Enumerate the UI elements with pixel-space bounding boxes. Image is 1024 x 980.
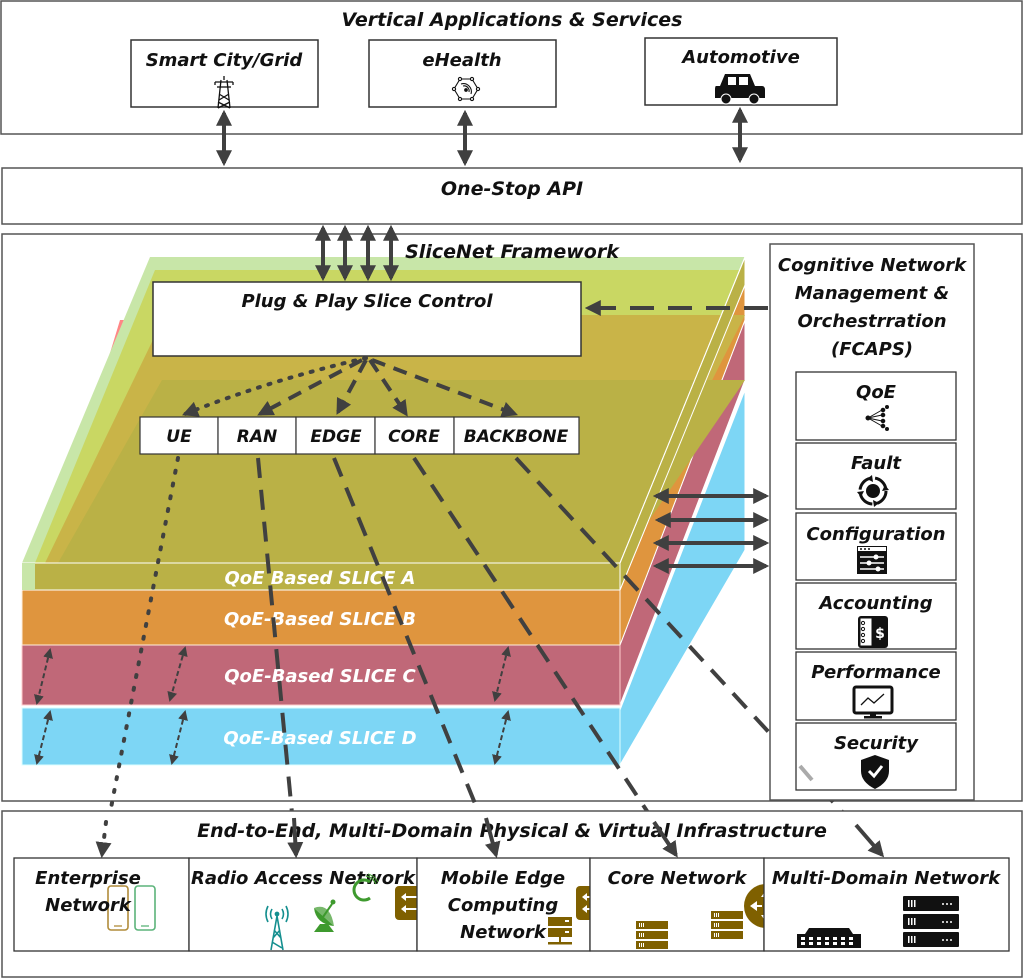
domain-core[interactable]: CORE: [374, 416, 455, 455]
app-box-ehealth[interactable]: eHealth: [368, 39, 557, 108]
domain-edge[interactable]: EDGE: [295, 416, 376, 455]
infra-arrow-heads: [95, 817, 885, 859]
app-box-automotive[interactable]: Automotive: [644, 37, 838, 106]
slice-a-label: QoE Based SLICE A: [224, 568, 415, 589]
svg-text:Accounting: Accounting: [817, 593, 932, 614]
fcaps-fault[interactable]: Fault: [795, 442, 957, 510]
svg-text:Mobile Edge: Mobile Edge: [441, 868, 565, 889]
cell-tower-icon: [265, 905, 289, 951]
svg-text:BACKBONE: BACKBONE: [464, 427, 569, 447]
svg-text:Core Network: Core Network: [608, 868, 748, 889]
server-rack-icon: [711, 911, 743, 939]
slice-b-label: QoE-Based SLICE B: [224, 609, 416, 630]
app-label: Smart City/Grid: [146, 50, 304, 71]
one-stop-api-panel: One-Stop API: [1, 167, 1023, 225]
network-radio-access[interactable]: Radio Access Network: [188, 857, 429, 952]
cnm-title-line: Orchestrration: [797, 311, 946, 332]
network-core[interactable]: Core Network: [589, 857, 788, 952]
app-api-arrows: [216, 106, 748, 167]
app-label: Automotive: [680, 47, 800, 68]
svg-text:Enterprise: Enterprise: [35, 868, 141, 889]
svg-text:Security: Security: [834, 733, 919, 754]
inter-slice-arrows: [34, 646, 511, 765]
network-multi-domain[interactable]: Multi-Domain Network: [763, 857, 1010, 952]
svg-text:Computing: Computing: [448, 895, 559, 916]
vertical-apps-title: Vertical Applications & Services: [342, 9, 683, 31]
api-title: One-Stop API: [441, 178, 583, 200]
svg-text:UE: UE: [166, 427, 192, 447]
slice-d-label: QoE-Based SLICE D: [223, 728, 416, 749]
wireless-signal-icon: [352, 873, 379, 902]
svg-text:CORE: CORE: [388, 427, 440, 447]
server-stack-icon: [903, 896, 959, 947]
cnm-title-line: (FCAPS): [831, 339, 913, 360]
server-rack-icon: [636, 921, 668, 949]
svg-text:Performance: Performance: [811, 662, 940, 683]
svg-text:Radio Access Network: Radio Access Network: [191, 868, 416, 889]
vertical-applications-panel: Vertical Applications & Services Smart C…: [0, 0, 1023, 135]
svg-text:QoE: QoE: [856, 382, 897, 403]
app-label: eHealth: [422, 50, 501, 71]
network-row: Enterprise Network Radio Access Network: [13, 857, 1010, 952]
svg-text:Fault: Fault: [851, 453, 902, 474]
fcaps-configuration[interactable]: Configuration: [795, 512, 957, 581]
ledger-dollar-icon: $: [858, 616, 888, 648]
svg-text:$: $: [875, 626, 885, 642]
app-box-smart-city[interactable]: Smart City/Grid: [130, 39, 319, 109]
infra-title: End-to-End, Multi-Domain Physical & Virt…: [197, 820, 827, 842]
control-to-domain-arrows: [182, 356, 518, 417]
svg-text:Network: Network: [45, 895, 132, 916]
domain-ran[interactable]: RAN: [217, 416, 297, 455]
svg-text:EDGE: EDGE: [310, 427, 362, 447]
fcaps-accounting[interactable]: Accounting $: [795, 582, 957, 650]
slice-b-layer: [21, 589, 621, 646]
fcaps-security[interactable]: Security: [795, 722, 957, 791]
network-tree-icon: [865, 405, 889, 431]
slice-control-title: Plug & Play Slice Control: [241, 291, 493, 312]
api-control-arrows: [315, 224, 399, 282]
fault-cycle-icon: [857, 475, 889, 507]
domain-ue[interactable]: UE: [139, 416, 219, 455]
slice-cnm-arrows: [652, 488, 770, 574]
slice-c-label: QoE-Based SLICE C: [224, 666, 416, 687]
network-enterprise[interactable]: Enterprise Network: [13, 857, 190, 952]
slice-a-layer: [21, 562, 621, 591]
svg-text:Configuration: Configuration: [806, 524, 945, 545]
slice-control-box[interactable]: Plug & Play Slice Control: [152, 281, 582, 357]
fcaps-qoe[interactable]: QoE: [795, 371, 957, 441]
smartphone-icon: [107, 885, 156, 931]
svg-text:Multi-Domain Network: Multi-Domain Network: [772, 868, 1001, 889]
shield-check-icon: [861, 755, 889, 789]
power-pylon-icon: [214, 76, 234, 109]
fcaps-performance[interactable]: Performance: [795, 651, 957, 721]
slice-c-layer: [21, 644, 621, 706]
security-arrow-overlap: [798, 764, 814, 782]
car-icon: [715, 74, 765, 105]
satellite-dish-icon: [314, 899, 336, 932]
health-sensor-icon: [451, 76, 481, 102]
cnm-title-line: Cognitive Network: [778, 255, 967, 276]
svg-text:Network: Network: [460, 922, 547, 943]
cnm-panel: Cognitive Network Management & Orchestrr…: [769, 243, 975, 801]
monitor-chart-icon: [852, 685, 894, 719]
network-mobile-edge[interactable]: Mobile Edge Computing Network: [416, 857, 610, 952]
server-icon: [548, 917, 572, 945]
cnm-title-line: Management &: [795, 283, 949, 304]
domain-backbone[interactable]: BACKBONE: [453, 416, 580, 455]
svg-text:RAN: RAN: [237, 427, 277, 447]
config-sliders-icon: [857, 546, 887, 574]
network-switch-icon: [797, 928, 861, 948]
domain-row: UE RAN EDGE CORE BACKBONE: [139, 416, 580, 455]
framework-title: SliceNet Framework: [405, 241, 620, 263]
